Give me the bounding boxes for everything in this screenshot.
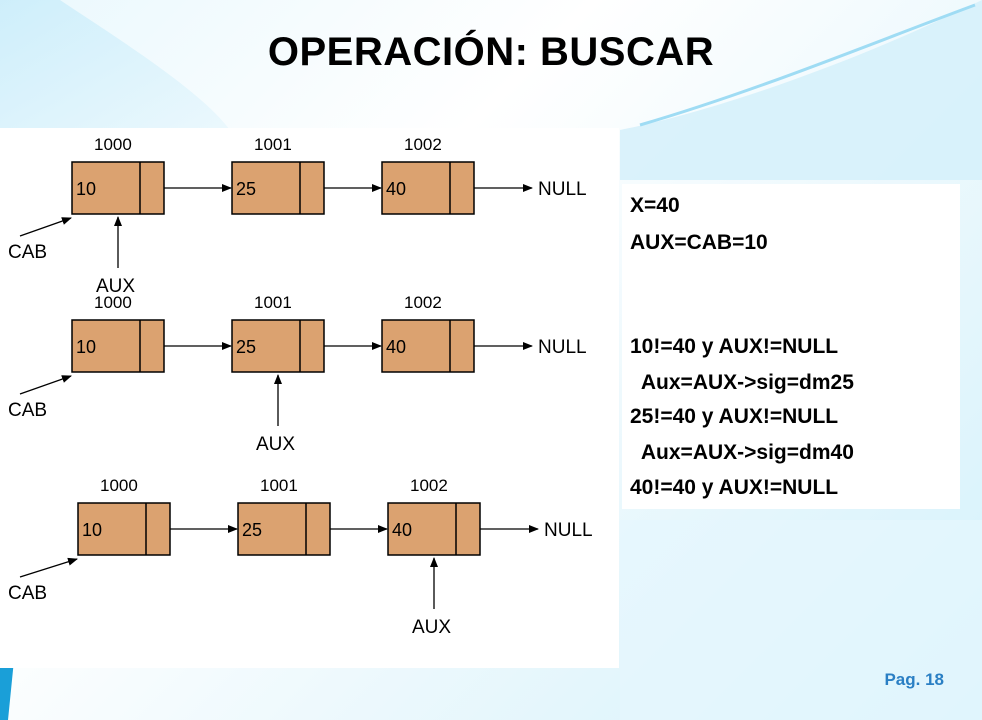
slide-title: OPERACIÓN: BUSCAR [267, 30, 715, 74]
head-pointer-label: CAB [8, 242, 47, 263]
aux-pointer-label: AUX [412, 617, 451, 638]
head-pointer-label: CAB [8, 400, 47, 421]
aux-pointer-label: AUX [256, 434, 295, 455]
node-value: 40 [386, 337, 406, 357]
node-address-label: 1002 [410, 476, 448, 495]
trace-line: Aux=AUX->sig=dm25 [630, 371, 854, 394]
trace-line: Aux=AUX->sig=dm40 [630, 441, 854, 464]
node-value: 10 [76, 179, 96, 199]
node-value: 25 [242, 520, 262, 540]
node-value: 25 [236, 337, 256, 357]
trace-line: AUX=CAB=10 [630, 231, 768, 254]
trace-line: 25!=40 y AUX!=NULL [630, 405, 839, 428]
list-node [237, 502, 331, 556]
node-address-label: 1000 [94, 293, 132, 312]
node-value: 10 [82, 520, 102, 540]
null-label: NULL [544, 520, 593, 541]
node-address-label: 1000 [100, 476, 138, 495]
list-node [231, 319, 325, 373]
node-value: 40 [392, 520, 412, 540]
list-node [231, 161, 325, 215]
node-value: 10 [76, 337, 96, 357]
head-pointer-arrow [19, 375, 72, 395]
node-address-label: 1002 [404, 135, 442, 154]
node-address-label: 1000 [94, 135, 132, 154]
head-pointer-label: CAB [8, 583, 47, 604]
null-label: NULL [538, 179, 587, 200]
trace-line: 10!=40 y AUX!=NULL [630, 335, 839, 358]
aux-pointer-label: AUX [96, 276, 135, 297]
list-node [71, 161, 165, 215]
null-label: NULL [538, 337, 587, 358]
corner-stripe-decoration [0, 660, 14, 720]
node-address-label: 1002 [404, 293, 442, 312]
trace-line: 40!=40 y AUX!=NULL [630, 476, 839, 499]
page-number: Pag. 18 [884, 670, 944, 689]
trace-line: X=40 [630, 194, 680, 217]
node-value: 40 [386, 179, 406, 199]
node-address-label: 1001 [254, 135, 292, 154]
head-pointer-arrow [19, 217, 72, 237]
node-value: 25 [236, 179, 256, 199]
list-node [381, 319, 475, 373]
node-address-label: 1001 [254, 293, 292, 312]
head-pointer-arrow [19, 557, 78, 578]
node-address-label: 1001 [260, 476, 298, 495]
